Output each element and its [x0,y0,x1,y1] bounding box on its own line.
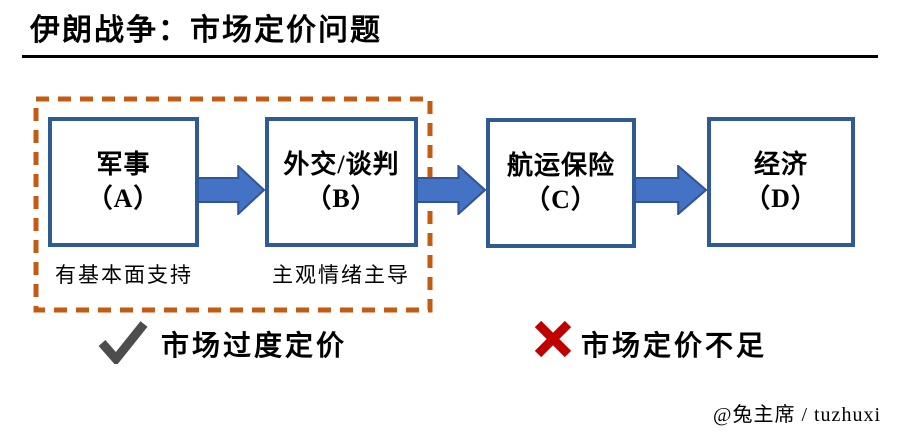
arrow-right-icon [198,165,265,215]
checkmark-stroke [98,321,148,364]
arrow-shape [198,165,265,215]
dashed-frame-rect [33,96,433,313]
arrow-right-icon [635,165,707,215]
overpriced-group-frame [33,96,433,313]
flow-box-label: 外交/谈判 [283,150,400,180]
cross-strokes [534,320,572,358]
cross-icon [534,320,572,358]
flow-box-sublabel: （A） [86,184,161,213]
flow-box-sublabel: （D） [744,184,818,213]
flow-box-military: 军事 （A） [48,117,199,247]
box-note-sentiment: 主观情绪主导 [272,263,410,287]
box-note-fundamentals: 有基本面支持 [55,263,193,287]
author-signature: @兔主席 / tuzhuxi [713,404,881,426]
flow-box-diplomacy: 外交/谈判 （B） [265,117,418,247]
flow-box-economy: 经济 （D） [707,117,855,247]
legend-overpriced-label: 市场过度定价 [161,331,348,362]
flow-box-label: 航运保险 [506,151,615,181]
flow-box-label: 军事 [96,150,151,180]
flow-box-sublabel: （C） [524,185,598,214]
legend-underpriced-label: 市场定价不足 [581,331,768,362]
flow-box-shipping-insurance: 航运保险 （C） [486,118,636,248]
flow-box-label: 经济 [753,150,808,180]
arrow-right-icon [417,165,486,215]
title-underline [22,55,878,58]
arrow-shape [635,165,707,215]
checkmark-icon [98,321,148,364]
arrow-shape [417,165,486,215]
flow-box-sublabel: （B） [305,184,378,213]
page-title: 伊朗战争：市场定价问题 [30,14,382,47]
